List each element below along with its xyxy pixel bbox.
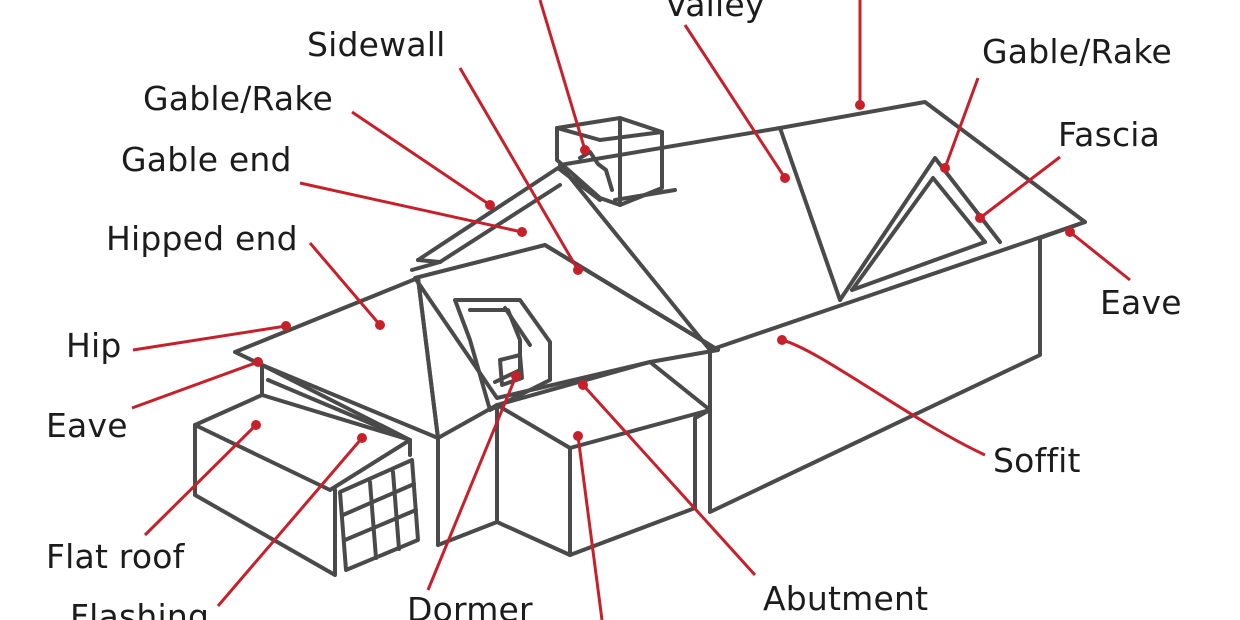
label-flashing: Flashing bbox=[70, 597, 210, 620]
label-eave-left: Eave bbox=[46, 406, 128, 445]
label-hipped-end: Hipped end bbox=[106, 219, 298, 258]
label-eave-right: Eave bbox=[1100, 283, 1182, 322]
label-sidewall: Sidewall bbox=[307, 25, 446, 64]
label-abutment: Abutment bbox=[763, 579, 929, 618]
label-gable-rake-right: Gable/Rake bbox=[982, 32, 1172, 71]
label-gable-rake-left: Gable/Rake bbox=[143, 79, 333, 118]
label-valley: Valley bbox=[665, 0, 765, 24]
dormer-shape bbox=[453, 298, 552, 412]
house-outline bbox=[193, 100, 1087, 577]
label-soffit: Soffit bbox=[993, 441, 1081, 480]
label-dormer: Dormer bbox=[407, 590, 533, 620]
front-block bbox=[495, 360, 712, 450]
label-gable-end: Gable end bbox=[121, 140, 292, 179]
garage-door bbox=[338, 458, 420, 572]
sidewall-roof bbox=[413, 243, 720, 400]
main-wall bbox=[708, 236, 1042, 514]
leader-lines bbox=[131, 0, 1131, 620]
main-roof-plane bbox=[558, 100, 1087, 352]
hipped-roof bbox=[233, 276, 440, 440]
label-hip: Hip bbox=[66, 326, 122, 365]
label-fascia: Fascia bbox=[1058, 115, 1161, 154]
label-flat-roof: Flat roof bbox=[46, 537, 185, 576]
